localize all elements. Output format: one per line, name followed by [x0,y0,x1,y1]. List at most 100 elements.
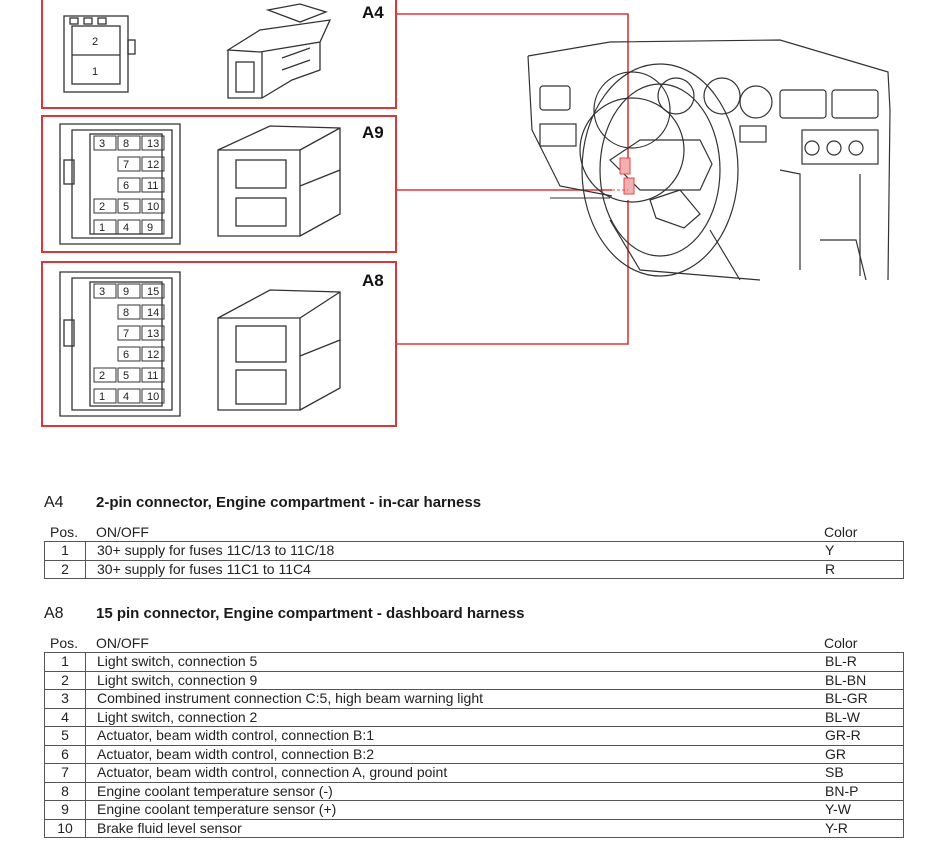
pin-label: 7 [123,159,129,171]
pin-label: 10 [147,391,159,403]
pin-label: 5 [123,201,129,213]
pin-label: 15 [147,286,159,298]
dashboard-illustration [527,39,891,281]
connector-code-a8: A8 [362,271,384,290]
pin-cell [93,367,117,383]
pin-label: 8 [123,138,129,150]
pin-label: 2 [99,370,105,382]
table-header: Pos. ON/OFF Color [44,524,904,541]
row-desc: Actuator, beam width control, connection… [97,745,375,762]
pin-label: 7 [123,328,129,340]
pin-cell [117,198,141,214]
pin-cell [117,388,141,404]
pin-cell [141,135,165,151]
pin-cell [141,388,165,404]
row-color: SB [825,764,844,780]
row-desc: Light switch, connection 9 [97,671,258,688]
connector-box-a4: A4 2 1 [41,0,397,109]
pin-cell [141,283,165,299]
pin-label: 8 [123,307,129,319]
pin-label: 10 [147,201,159,213]
pin-label: 2 [99,201,105,213]
row-color: Y-R [825,819,848,836]
section-code: A8 [44,605,64,622]
connector-3d-a4 [225,3,332,99]
pin-label: 13 [147,138,159,150]
pin-label: 11 [147,180,158,192]
pin-cell [141,325,165,341]
leader-lines [396,13,629,345]
pin-cell [141,304,165,320]
pin-label: 11 [147,370,158,382]
pin-cell [117,304,141,320]
row-pos: 1 [45,653,86,671]
table-header: Pos. ON/OFF Color [44,635,904,652]
row-color: Y-W [825,801,851,817]
table-row: 7 Actuator, beam width control, connectio… [45,764,903,783]
pin-cell [117,283,141,299]
pin-cell [141,156,165,172]
pin-cell [117,177,141,193]
pin-label: 12 [147,349,159,361]
pin-label: 5 [123,370,129,382]
pin-label: 4 [123,222,129,234]
connector-face-a8 [59,271,181,417]
pin-label: 1 [92,66,98,78]
pin-label: 12 [147,159,159,171]
row-color: GR-R [825,727,861,743]
pin-cell [117,219,141,235]
row-pos: 8 [45,782,86,800]
table-row: 10 Brake fluid level sensor Y-R [45,819,903,838]
pin-label: 6 [123,349,129,361]
row-desc: Engine coolant temperature sensor (-) [97,782,333,799]
pin-cell [93,198,117,214]
row-pos: 3 [45,690,86,708]
section-title: 15 pin connector, Engine compartment - d… [96,605,525,622]
header-desc: ON/OFF [96,524,149,540]
pin-label: 4 [123,391,129,403]
row-pos: 4 [45,708,86,726]
pin-cell [141,346,165,362]
header-pos: Pos. [49,524,78,540]
row-color: BL-W [825,708,860,725]
row-desc: Brake fluid level sensor [97,819,242,836]
pin-label: 2 [92,36,98,48]
pin-label: 13 [147,328,159,340]
connector-3d-a8 [217,289,341,411]
section-title: 2-pin connector, Engine compartment - in… [96,494,482,511]
pin-label: 1 [99,222,105,234]
row-desc: 30+ supply for fuses 11C/13 to 11C/18 [97,542,335,558]
row-desc: 30+ supply for fuses 11C1 to 11C4 [97,560,311,577]
pin-cell [117,135,141,151]
row-pos: 2 [45,671,86,689]
row-pos: 7 [45,764,86,782]
row-pos: 1 [45,542,86,560]
row-color: BL-BN [825,671,867,688]
row-pos: 10 [45,819,86,837]
row-pos: 9 [45,801,86,819]
connector-code-a4: A4 [362,3,384,22]
pin-cell [117,156,141,172]
pin-label: 3 [99,138,105,150]
pin-label: 9 [123,286,129,298]
header-pos: Pos. [49,635,78,651]
pin-cell [117,346,141,362]
pin-cell [141,367,165,383]
row-desc: Actuator, beam width control, connection… [97,764,448,780]
row-color: GR [825,745,846,762]
table-row: 2 Light switch, connection 9 BL-BN [45,671,903,690]
pin-cell [141,198,165,214]
